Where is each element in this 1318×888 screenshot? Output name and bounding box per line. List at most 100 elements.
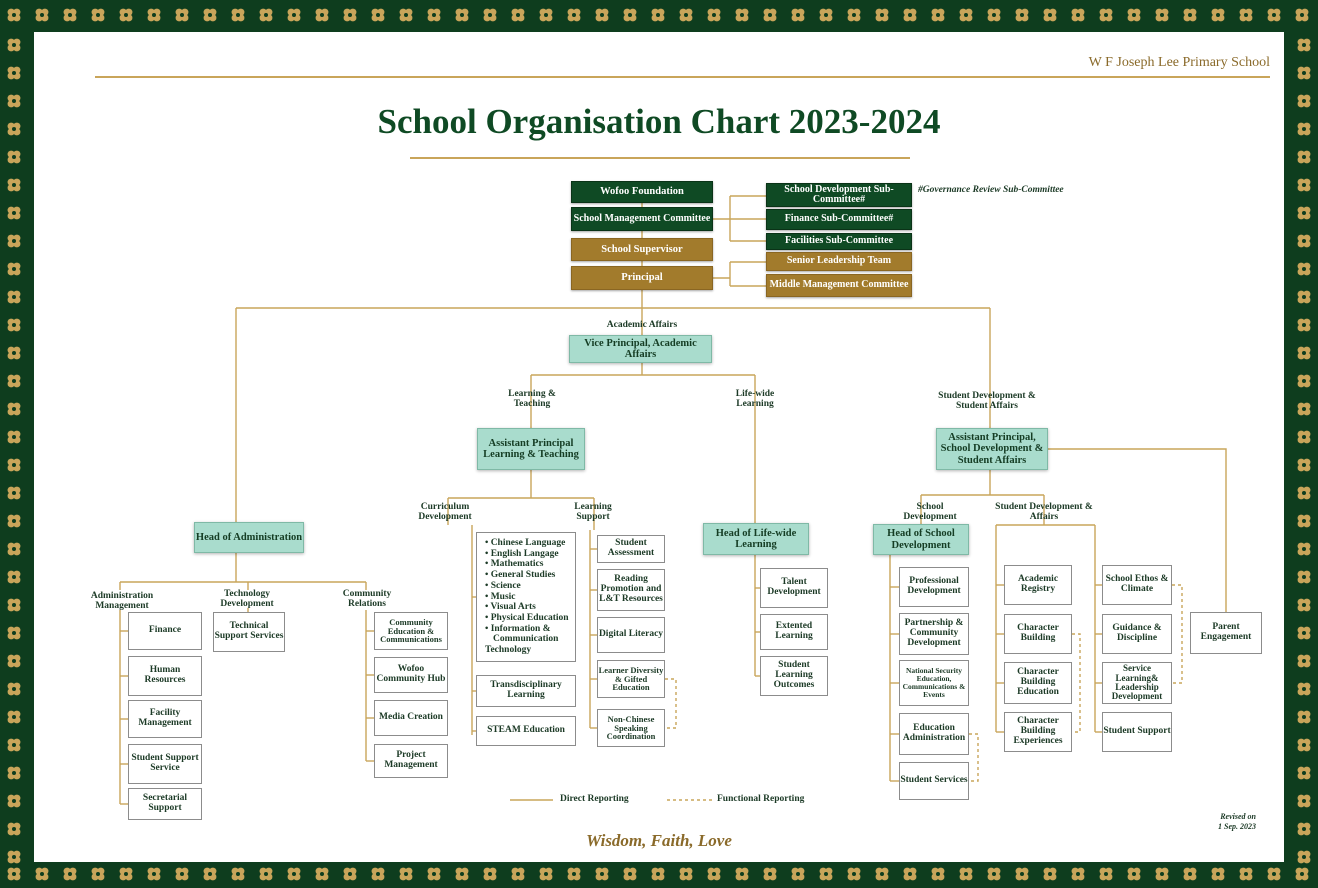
student-assessment-box: Student Assessment (597, 535, 665, 563)
border-motif (1015, 8, 1029, 22)
page-title: School Organisation Chart 2023-2024 (377, 102, 941, 141)
border-motif (1127, 867, 1141, 881)
technology-development-label: Technology Development (220, 589, 274, 609)
border-motif (147, 867, 161, 881)
border-motif (875, 8, 889, 22)
border-motif (7, 206, 21, 220)
border-motif (7, 542, 21, 556)
border-motif (1239, 867, 1253, 881)
border-motif (7, 794, 21, 808)
human-resources-box: Human Resources (128, 656, 202, 696)
school-development-label: School Development (903, 502, 957, 522)
subject-list: • Chinese Language • English Langage • M… (476, 532, 576, 662)
finance-box: Finance (128, 612, 202, 650)
border-motif (1297, 346, 1311, 360)
border-motif (7, 66, 21, 80)
border-motif (567, 8, 581, 22)
border-motif (343, 867, 357, 881)
subject-item: • General Studies (485, 570, 556, 581)
border-motif (1297, 486, 1311, 500)
border-motif (231, 8, 245, 22)
border-motif (7, 626, 21, 640)
border-motif (1297, 206, 1311, 220)
border-motif (1297, 626, 1311, 640)
steam-box: STEAM Education (476, 716, 576, 746)
border-motif (7, 178, 21, 192)
border-motif (1183, 867, 1197, 881)
border-motif (1297, 178, 1311, 192)
legend-direct-label: Direct Reporting (560, 794, 629, 804)
border-motif (7, 374, 21, 388)
border-motif (567, 867, 581, 881)
sdsc-box: School Development Sub-Committee# (766, 183, 912, 207)
education-administration-box: Education Administration (899, 713, 969, 755)
border-motif (1297, 710, 1311, 724)
student-services-box: Student Services (899, 762, 969, 800)
border-motif (203, 867, 217, 881)
border-motif (511, 8, 525, 22)
service-learning-box: Service Learning& Leadership Development (1102, 662, 1172, 704)
academic-affairs-label: Academic Affairs (606, 320, 678, 330)
border-motif (1239, 8, 1253, 22)
border-motif (735, 8, 749, 22)
border-motif (679, 8, 693, 22)
character-building-education-box: Character Building Education (1004, 662, 1072, 704)
transdisciplinary-box: Transdisciplinary Learning (476, 675, 576, 707)
partnership-box: Partnership & Community Development (899, 613, 969, 655)
community-education-box: Community Education & Communications (374, 612, 448, 650)
border-motif (7, 710, 21, 724)
revised-line1: Revised on (1220, 812, 1256, 821)
academic-registry-box: Academic Registry (1004, 565, 1072, 605)
border-motif (1297, 794, 1311, 808)
border-motif (119, 8, 133, 22)
school-name: W F Joseph Lee Primary School (1088, 55, 1270, 70)
border-motif (763, 867, 777, 881)
border-motif (7, 486, 21, 500)
border-motif (1099, 867, 1113, 881)
professional-development-box: Professional Development (899, 567, 969, 607)
border-motif (1297, 738, 1311, 752)
border-motif (7, 150, 21, 164)
border-motif (63, 867, 77, 881)
character-building-experiences-box: Character Building Experiences (1004, 712, 1072, 752)
principal-box: Principal (571, 266, 713, 290)
border-motif (959, 867, 973, 881)
curriculum-development-label: Curriculum Development (418, 502, 472, 522)
border-motif (91, 867, 105, 881)
subject-item: Communication (493, 634, 559, 645)
life-wide-learning-label: Life-wide Learning (735, 389, 775, 409)
border-motif (1297, 66, 1311, 80)
border-motif (1015, 867, 1029, 881)
media-creation-box: Media Creation (374, 700, 448, 736)
border-motif (875, 867, 889, 881)
border-motif (371, 8, 385, 22)
learner-diversity-box: Learner Diversity & Gifted Education (597, 660, 665, 698)
border-motif (287, 867, 301, 881)
border-motif (1295, 8, 1309, 22)
ap-school-development-box: Assistant Principal, School Development … (936, 428, 1048, 470)
border-motif (931, 867, 945, 881)
border-motif (1297, 542, 1311, 556)
border-motif (1297, 290, 1311, 304)
wofoo-community-hub-box: Wofoo Community Hub (374, 657, 448, 693)
student-support-service-box: Student Support Service (128, 744, 202, 784)
head-lwl-box: Head of Life-wide Learning (703, 523, 809, 555)
border-motif (511, 867, 525, 881)
border-motif (371, 867, 385, 881)
border-motif (7, 570, 21, 584)
subject-item: • English Langage (485, 548, 559, 559)
head-school-development-box: Head of School Development (873, 524, 969, 555)
border-motif (1211, 867, 1225, 881)
border-motif (7, 867, 21, 881)
border-motif (7, 654, 21, 668)
border-motif (399, 8, 413, 22)
border-motif (427, 8, 441, 22)
border-motif (987, 867, 1001, 881)
ap-learning-teaching-box: Assistant Principal Learning & Teaching (477, 428, 585, 470)
student-development-label: Student Development & Student Affairs (938, 391, 1036, 411)
border-motif (1267, 8, 1281, 22)
border-motif (707, 867, 721, 881)
border-motif (7, 738, 21, 752)
border-motif (7, 458, 21, 472)
border-motif (791, 8, 805, 22)
